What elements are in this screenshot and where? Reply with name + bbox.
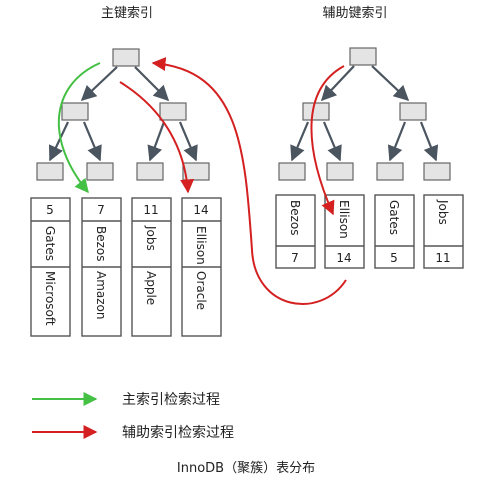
- primary-id-cell: 11: [143, 203, 158, 217]
- primary-company-cell: Amazon: [94, 271, 108, 320]
- secondary-leaf-node: [278, 162, 306, 181]
- primary-company-cell: Oracle: [194, 271, 208, 310]
- primary-root-node: [112, 48, 140, 67]
- secondary-id-cell: 11: [435, 251, 450, 265]
- secondary-lookup-path-primary-part: [119, 81, 195, 194]
- secondary-name-cell: Jobs: [436, 199, 450, 225]
- secondary-leaf-node: [423, 162, 451, 181]
- secondary-lookup-path-descent: [310, 65, 345, 216]
- legend: 主索引检索过程 辅助索引检索过程: [32, 391, 234, 441]
- secondary-leaf-node: [376, 162, 404, 181]
- primary-name-cell: Bezos: [94, 226, 108, 262]
- primary-id-cell: 7: [97, 203, 105, 217]
- primary-branch-node: [61, 102, 89, 121]
- secondary-id-cell: 14: [336, 251, 351, 265]
- primary-tree-nodes: [36, 48, 210, 181]
- secondary-id-cell: 7: [291, 251, 299, 265]
- secondary-lookup-path-return: [151, 57, 347, 305]
- primary-name-cell: Ellison: [194, 226, 208, 265]
- primary-data-text: 5 7 11 14 Gates Bezos Jobs Ellison Micro…: [43, 203, 209, 326]
- diagram-caption: InnoDB（聚簇）表分布: [177, 461, 315, 476]
- secondary-branch-node: [302, 102, 330, 121]
- secondary-data-columns: [275, 194, 464, 269]
- primary-data-columns: [30, 197, 222, 337]
- secondary-tree-edges: [290, 65, 439, 162]
- primary-leaf-node: [182, 162, 210, 181]
- primary-company-cell: Microsoft: [43, 271, 57, 326]
- legend-green-label: 主索引检索过程: [122, 391, 220, 408]
- primary-tree-edges: [48, 66, 198, 162]
- secondary-name-cell: Ellison: [337, 200, 351, 239]
- primary-leaf-node: [86, 162, 114, 181]
- legend-red-label: 辅助索引检索过程: [122, 424, 234, 441]
- secondary-name-cell: Bezos: [288, 200, 302, 236]
- primary-leaf-node: [136, 162, 164, 181]
- primary-lookup-path: [57, 62, 101, 194]
- primary-name-cell: Jobs: [144, 225, 158, 251]
- secondary-data-text: Bezos Ellison Gates Jobs 7 14 5 11: [288, 199, 451, 265]
- secondary-root-node: [349, 47, 377, 66]
- secondary-name-cell: Gates: [387, 200, 401, 235]
- primary-name-cell: Gates: [43, 226, 57, 261]
- secondary-id-cell: 5: [390, 251, 398, 265]
- secondary-index-title: 辅助键索引: [322, 6, 387, 21]
- secondary-tree-nodes: [278, 47, 451, 181]
- primary-id-cell: 14: [193, 203, 208, 217]
- primary-company-cell: Apple: [144, 271, 158, 305]
- secondary-branch-node: [399, 102, 427, 121]
- secondary-leaf-node: [326, 162, 354, 181]
- primary-id-cell: 5: [46, 203, 54, 217]
- primary-leaf-node: [36, 162, 64, 181]
- primary-index-title: 主键索引: [101, 6, 153, 21]
- primary-branch-node: [159, 102, 187, 121]
